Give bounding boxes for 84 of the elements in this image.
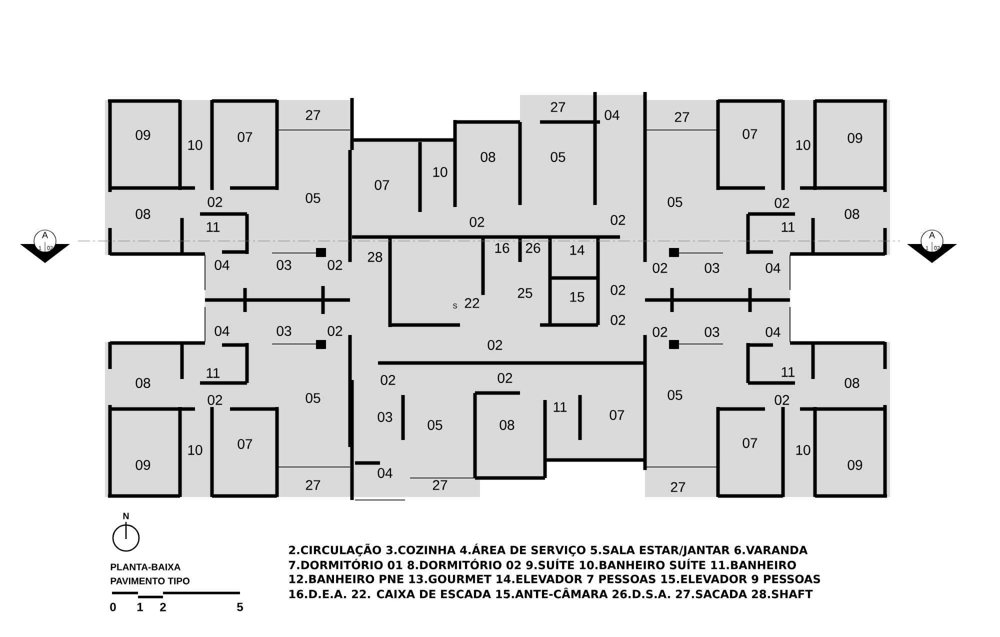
room-number: 07	[238, 439, 252, 449]
room-number: 04	[766, 263, 780, 273]
room-number: 07	[610, 410, 624, 420]
room-number: 28	[368, 252, 382, 262]
room-number: 02	[652, 263, 668, 273]
room-number: 11	[554, 402, 567, 412]
room-number: 10	[796, 445, 810, 455]
room-number: 05	[428, 420, 442, 430]
room-number: 03	[276, 326, 292, 336]
section-letter: A	[42, 232, 48, 238]
room-number: 08	[480, 152, 496, 162]
room-number: 05	[668, 390, 682, 400]
room-legend-line: 12.BANHEIRO PNE 13.GOURMET 14.ELEVADOR 7 PESSOAS 15.ELEVADOR 9 PESSOAS	[289, 574, 820, 584]
plan-title: PAVIMENTO TIPO	[110, 578, 190, 584]
room-number: 11	[782, 367, 795, 377]
room-number: 09	[848, 133, 862, 143]
room-number: 02	[610, 215, 626, 225]
room-number: 02	[470, 217, 484, 227]
room-number: 27	[432, 480, 448, 490]
room-number: 02	[328, 260, 342, 270]
room-number: 26	[526, 243, 540, 253]
room-number: 02	[610, 285, 626, 295]
room-number: 10	[433, 167, 448, 177]
room-number: 02	[208, 197, 222, 207]
room-number: 04	[766, 327, 780, 337]
room-number: 10	[188, 445, 202, 455]
room-number: 07	[238, 132, 252, 142]
scale-number: 5	[237, 602, 243, 612]
room-number: 16	[495, 243, 510, 253]
room-number: 11	[782, 222, 795, 232]
room-number: 27	[674, 112, 690, 122]
room-number: 08	[136, 209, 150, 219]
room-number: 04	[604, 110, 620, 120]
room-number: 02	[610, 315, 626, 325]
room-number: 08	[844, 209, 860, 219]
room-number: 03	[276, 260, 292, 270]
room-number: 05	[306, 393, 320, 403]
room-number: 08	[136, 378, 150, 388]
room-number: 02	[488, 340, 502, 350]
scale-number: 2	[160, 602, 166, 612]
room-number: 11	[206, 222, 220, 232]
north-label: N	[123, 512, 129, 520]
room-number: 02	[380, 375, 396, 385]
room-number: 25	[518, 288, 532, 298]
room-number: 11	[206, 368, 220, 378]
room-number: 09	[136, 130, 150, 140]
room-number: 07	[374, 180, 390, 190]
room-number: 02	[774, 395, 790, 405]
room-number: 14	[570, 245, 584, 255]
room-number: 03	[704, 263, 720, 273]
room-number: 02	[774, 198, 790, 208]
room-number: 03	[704, 327, 720, 337]
room-number: 10	[796, 140, 810, 150]
scale-number: 0	[110, 602, 116, 612]
room-number: 04	[214, 260, 230, 270]
room-number: 07	[742, 438, 758, 448]
room-number: 27	[670, 482, 686, 492]
room-number: 05	[550, 152, 566, 162]
room-number: 05	[668, 197, 682, 207]
room-legend-line: 16.D.E.A. 22. CAIXA DE ESCADA 15.ANTE-CÂMARA 26.D.S.A. 27.SACADA 28.SHAFT	[289, 588, 813, 598]
room-number: 22	[464, 298, 480, 308]
room-number: 15	[570, 292, 584, 302]
section-letter: A	[929, 232, 935, 238]
room-number: 08	[500, 420, 514, 430]
scale-number: 1	[137, 602, 143, 612]
plan-title: PLANTA-BAIXA	[110, 564, 180, 570]
room-legend-line: 2.CIRCULAÇÃO 3.COZINHA 4.ÁREA DE SERVIÇO 5.SALA ESTAR/JANTAR 6.VARANDA	[289, 544, 808, 556]
room-number: 08	[844, 378, 860, 388]
room-number: 03	[378, 412, 392, 422]
room-number: 02	[498, 373, 512, 383]
room-number: 27	[306, 110, 320, 120]
room-number: 07	[742, 129, 758, 139]
room-number: 02	[652, 327, 668, 337]
room-number: 09	[848, 460, 862, 470]
room-number: 02	[328, 326, 342, 336]
room-number: 04	[214, 326, 230, 336]
room-number: 02	[208, 395, 222, 405]
room-number: 27	[550, 102, 566, 112]
room-number: 05	[306, 193, 320, 203]
room-number: 10	[188, 140, 202, 150]
room-number: 04	[378, 468, 392, 478]
room-number: 09	[136, 460, 150, 470]
room-number: 27	[306, 480, 320, 490]
room-legend-line: 7.DORMITÓRIO 01 8.DORMITÓRIO 02 9.SUÍTE 10.BANHEIRO SUÍTE 11.BANHEIRO	[288, 558, 796, 570]
